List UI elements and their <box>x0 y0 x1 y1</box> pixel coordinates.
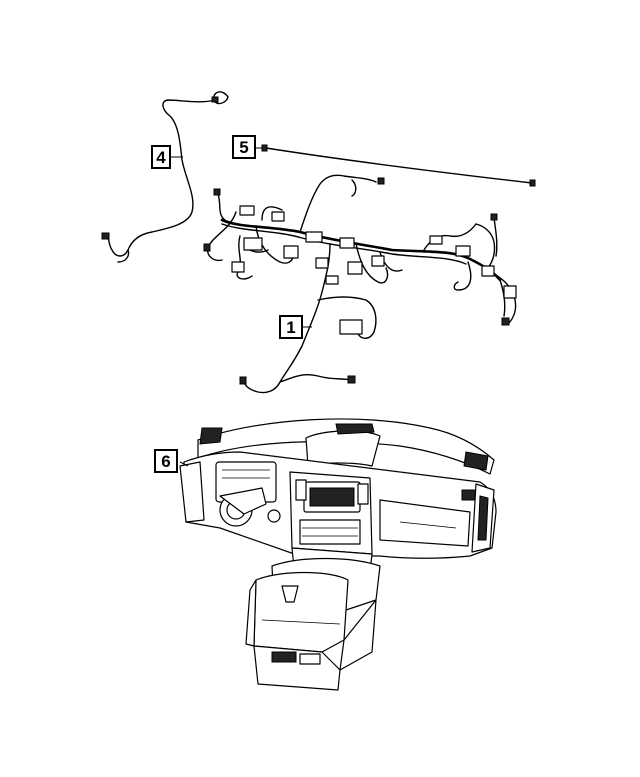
callout-1: 1 <box>279 315 303 339</box>
callout-4-label: 4 <box>156 148 166 167</box>
callout-5-label: 5 <box>239 138 248 157</box>
instrument-panel-6 <box>179 418 497 691</box>
callout-6: 6 <box>154 449 178 473</box>
callout-5: 5 <box>232 135 256 159</box>
callout-1-label: 1 <box>286 318 295 337</box>
leader-6 <box>179 461 189 467</box>
wiring-harness-4 <box>101 91 229 263</box>
wire-5 <box>261 144 536 187</box>
instrument-panel-harness-1 <box>203 174 517 394</box>
callout-6-label: 6 <box>161 452 170 471</box>
callout-4: 4 <box>151 145 171 169</box>
